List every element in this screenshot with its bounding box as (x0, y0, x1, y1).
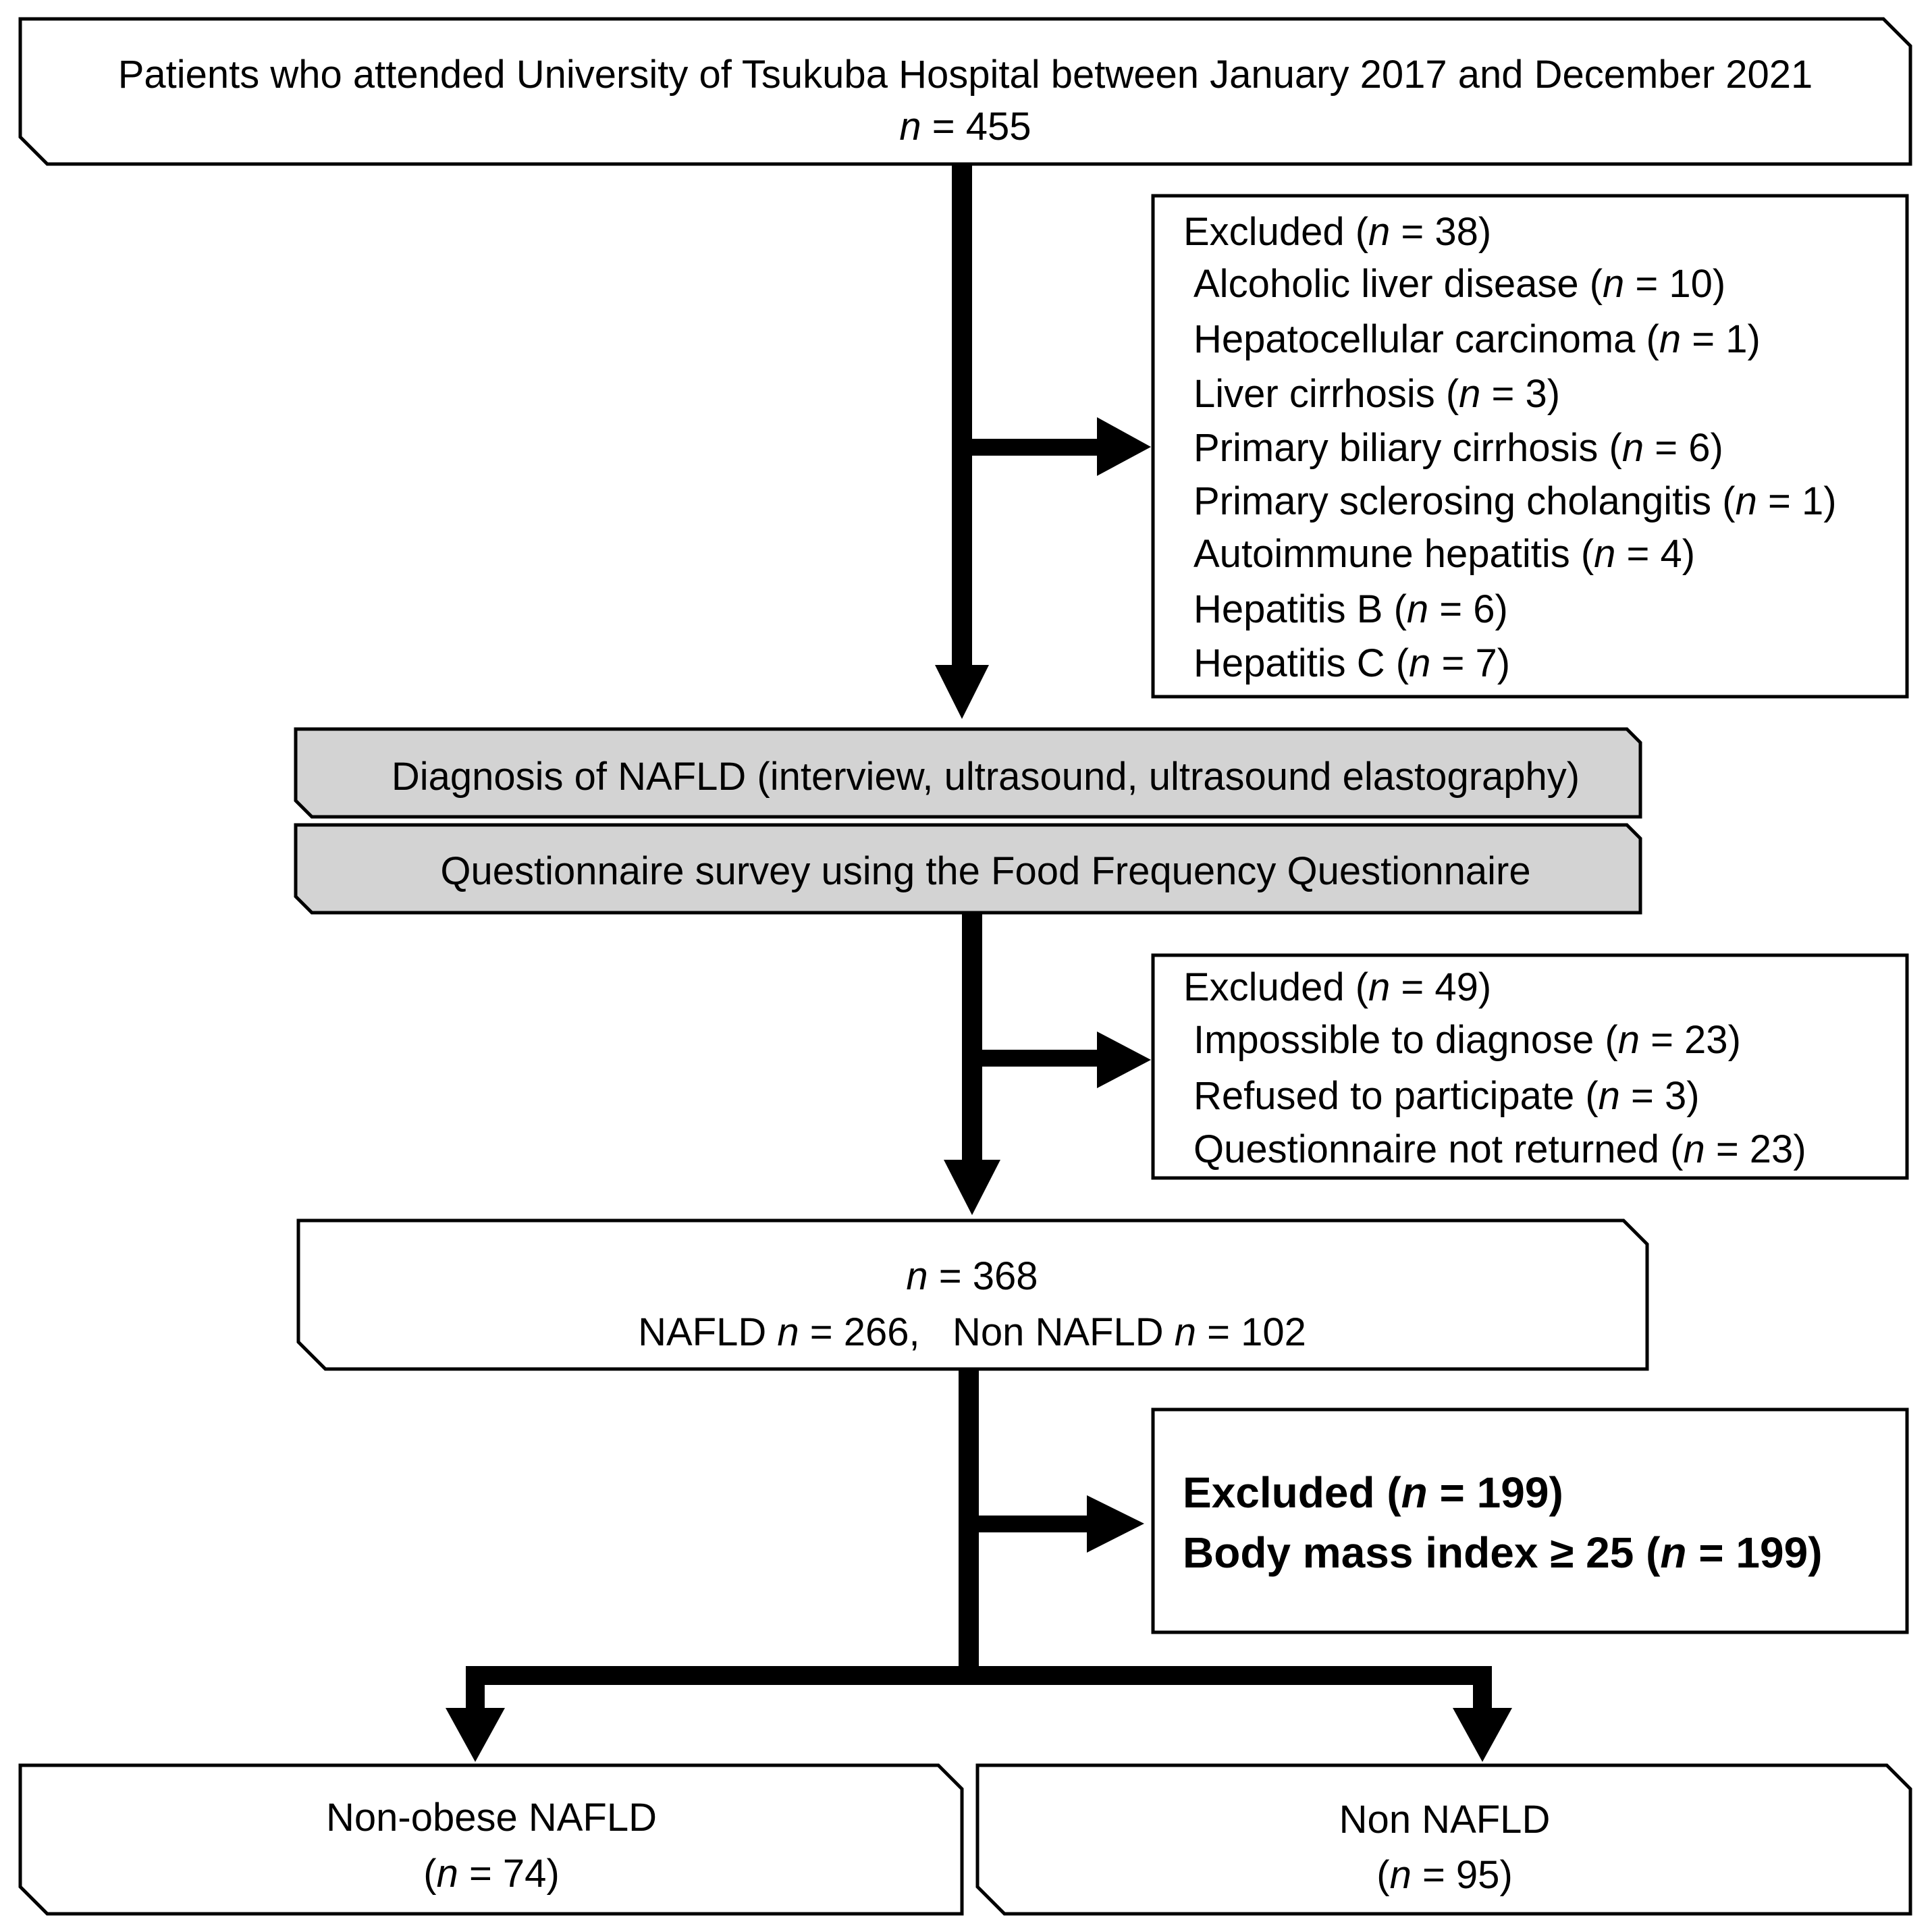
split-right-stem (1473, 1666, 1492, 1713)
left-result-count: (n = 74) (423, 1852, 560, 1896)
connectors (446, 165, 1512, 1762)
result-box-left: Non-obese NAFLD (n = 74) (18, 1763, 964, 1916)
connector-to-exclusion3 (969, 1516, 1094, 1532)
connector-questionnaire-to-middle (962, 911, 982, 1164)
questionnaire-text: Questionnaire survey using the Food Freq… (440, 849, 1530, 893)
left-result-title: Non-obese NAFLD (326, 1796, 657, 1840)
exclusion2-header: Excluded (n = 49) (1183, 965, 1491, 1009)
exclusion1-item: Alcoholic liver disease (n = 10) (1193, 262, 1725, 306)
arrow-right-3 (1087, 1495, 1144, 1553)
arrow-down-1 (935, 665, 989, 719)
middle-box: n = 368 NAFLD n = 266, Non NAFLD n = 102 (296, 1218, 1649, 1371)
split-bar (466, 1666, 1492, 1685)
exclusion3-item: Body mass index ≥ 25 (n = 199) (1183, 1528, 1823, 1577)
middle-breakdown: NAFLD n = 266, Non NAFLD n = 102 (638, 1310, 1306, 1354)
split-left-stem (466, 1666, 485, 1713)
right-result-count: (n = 95) (1376, 1853, 1513, 1897)
exclusion1-item: Hepatitis C (n = 7) (1193, 641, 1510, 685)
arrow-down-right (1453, 1708, 1512, 1762)
top-box: Patients who attended University of Tsuk… (18, 17, 1912, 166)
exclusion1-header: Excluded (n = 38) (1183, 210, 1491, 254)
exclusion1-item: Hepatocellular carcinoma (n = 1) (1193, 317, 1761, 361)
exclusion1-item: Liver cirrhosis (n = 3) (1193, 372, 1560, 416)
connector-to-exclusion1 (962, 439, 1104, 456)
diagnosis-box: Diagnosis of NAFLD (interview, ultrasoun… (294, 727, 1642, 819)
exclusion1-item: Autoimmune hepatitis (n = 4) (1193, 532, 1695, 576)
questionnaire-box: Questionnaire survey using the Food Freq… (294, 823, 1642, 915)
arrow-right-1 (1097, 417, 1151, 476)
exclusion-box-1: Excluded (n = 38) Alcoholic liver diseas… (1151, 194, 1909, 699)
diagnosis-text: Diagnosis of NAFLD (interview, ultrasoun… (392, 755, 1580, 799)
exclusion2-item: Impossible to diagnose (n = 23) (1193, 1018, 1741, 1062)
exclusion2-item: Questionnaire not returned (n = 23) (1193, 1127, 1806, 1171)
exclusion1-item: Primary sclerosing cholangitis (n = 1) (1193, 479, 1837, 523)
exclusion-box-3: Excluded (n = 199) Body mass index ≥ 25 … (1151, 1408, 1909, 1634)
result-box-right: Non NAFLD (n = 95) (975, 1763, 1912, 1916)
exclusion2-item: Refused to participate (n = 3) (1193, 1074, 1700, 1118)
arrow-right-2 (1097, 1031, 1151, 1088)
right-result-title: Non NAFLD (1339, 1798, 1551, 1842)
exclusion1-item: Hepatitis B (n = 6) (1193, 587, 1508, 631)
top-box-count: n = 455 (899, 105, 1031, 149)
exclusion3-header: Excluded (n = 199) (1183, 1468, 1563, 1517)
exclusion-box-2: Excluded (n = 49) Impossible to diagnose… (1151, 953, 1909, 1180)
top-box-title: Patients who attended University of Tsuk… (118, 53, 1813, 97)
middle-total: n = 368 (906, 1254, 1038, 1298)
connector-top-to-diagnosis (952, 165, 972, 685)
connector-to-exclusion2 (972, 1050, 1104, 1067)
arrow-down-left (446, 1708, 505, 1762)
exclusion1-item: Primary biliary cirrhosis (n = 6) (1193, 426, 1723, 470)
arrow-down-2 (944, 1160, 1000, 1215)
